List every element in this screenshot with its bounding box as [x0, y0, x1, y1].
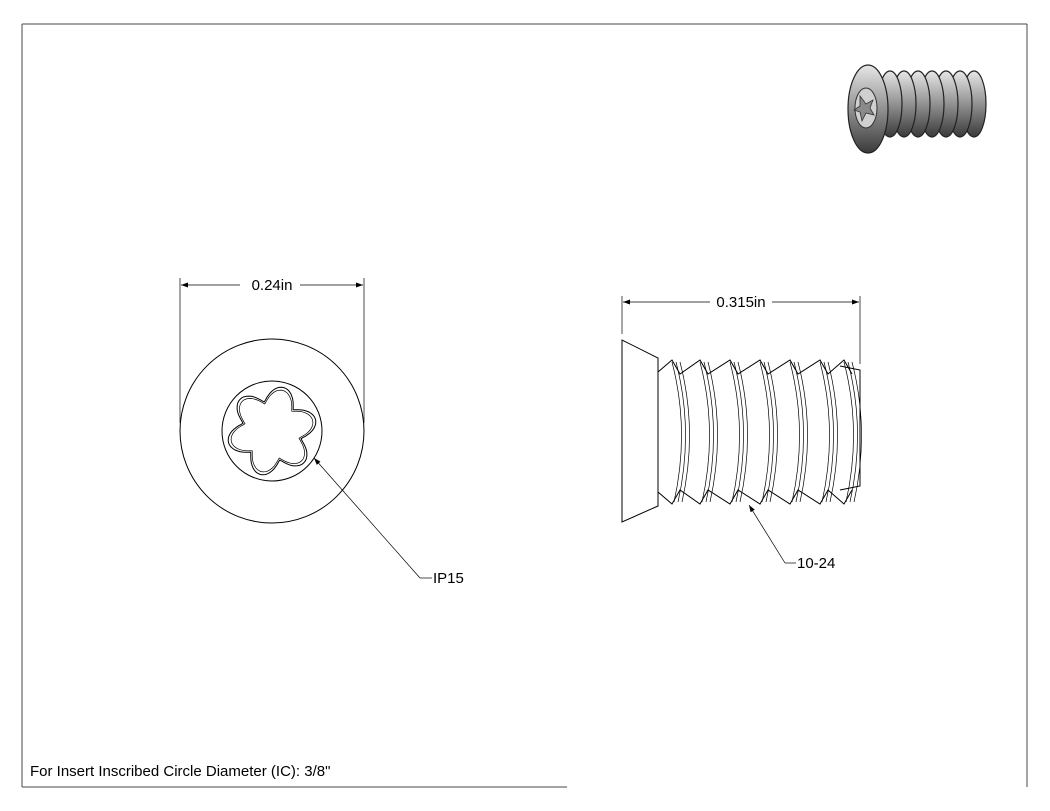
sheet-border: [21, 23, 1028, 788]
side-view: [621, 339, 862, 523]
head-diameter-label: 0.24in: [252, 277, 293, 294]
thread-crest-line: [767, 361, 778, 503]
thread-crest-line: [703, 361, 714, 503]
callout-drive: IP15: [313, 457, 464, 587]
end-chamfer: [839, 365, 861, 491]
thread-crest-line: [823, 361, 834, 503]
thread-crest-line: [737, 361, 748, 503]
thread-crest-line: [733, 361, 744, 503]
drive-recess-circle: [221, 380, 323, 482]
thread-bottom-profile: [657, 489, 853, 505]
thread-crest-line: [759, 361, 770, 503]
thread-crest-line: [797, 361, 808, 503]
thread-crest-line: [789, 361, 800, 503]
length-label: 0.315in: [716, 294, 765, 311]
ic-note: For Insert Inscribed Circle Diameter (IC…: [30, 763, 330, 780]
thread-crest-line: [679, 361, 690, 503]
thread-top-profile: [657, 359, 853, 375]
callout-thread: 10-24: [748, 504, 835, 572]
thread-crest-line: [819, 361, 830, 503]
head-outer-circle: [179, 338, 365, 524]
thread-crest-line: [793, 361, 804, 503]
dimension-length: 0.315in: [621, 294, 861, 364]
dimension-head-diameter: 0.24in: [179, 277, 365, 423]
thread-crest-line: [699, 361, 710, 503]
thread-crest-line: [847, 361, 858, 503]
screw-3d-preview-icon: [847, 64, 987, 154]
torx-inner-shade: [230, 389, 314, 473]
thread-crest-line: [763, 361, 774, 503]
thread-crest-line: [707, 361, 718, 503]
thread-crest-line: [827, 361, 838, 503]
thread-crest-line: [843, 361, 854, 503]
thread-crest-line: [729, 361, 740, 503]
front-view: [179, 338, 365, 524]
thread-crest-line: [675, 361, 686, 503]
torx-star-icon: [227, 386, 317, 476]
thread-body: [657, 359, 862, 505]
head-profile: [621, 339, 659, 523]
thread-callout-label: 10-24: [797, 555, 835, 572]
drive-callout-label: IP15: [433, 570, 464, 587]
thread-crest-line: [671, 361, 682, 503]
